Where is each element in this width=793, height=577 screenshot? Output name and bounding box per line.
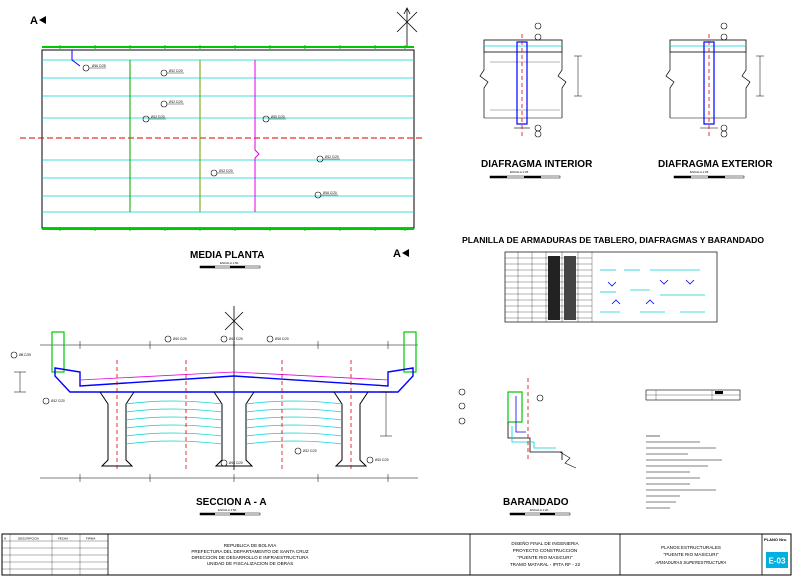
plan-outline bbox=[41, 49, 415, 229]
general-notes bbox=[646, 435, 722, 509]
institution-line-3: DIRECCION DE DESARROLLO E INFRAESTRUCTUR… bbox=[192, 555, 310, 560]
section-scale: ESCALA 1:50 bbox=[218, 508, 237, 512]
plan-construction-joint bbox=[254, 60, 260, 212]
diaphragm-exterior-scale: ESCALA 1:25 bbox=[690, 170, 709, 174]
section-axis-lines bbox=[116, 360, 352, 472]
schedule-dark-column-2 bbox=[564, 256, 576, 320]
project-line-1: DISEÑO FINAL DE INGENIERIA bbox=[511, 540, 579, 546]
section-top-rebar bbox=[79, 371, 389, 381]
railing-title: BARANDADO bbox=[503, 497, 569, 508]
schedule-dark-column-1 bbox=[548, 256, 560, 320]
section-callout-8: Ø10 C/20 bbox=[375, 458, 389, 462]
north-arrow-icon bbox=[396, 7, 418, 46]
cut-arrow-bottom bbox=[402, 249, 409, 257]
section-dim-ticks bbox=[79, 341, 389, 482]
section-callouts: Ø8 C/25 Ø12 C/20 Ø10 C/20 Ø12 C/20 Ø16 C… bbox=[10, 335, 389, 467]
section-callout-5: Ø16 C/20 bbox=[275, 337, 289, 341]
section-callout-1: Ø8 C/25 bbox=[19, 353, 31, 357]
section-callout-6: Ø16 C/20 bbox=[229, 461, 243, 465]
diaphragm-interior-scale: ESCALA 1:25 bbox=[510, 170, 529, 174]
plan-callout-7: Ø12 C/20 bbox=[219, 169, 233, 173]
institution-line-1: REPUBLICA DE BOLIVIA bbox=[224, 543, 278, 548]
drawing-line-2: "PUENTE RIO MASICURI" bbox=[663, 552, 718, 557]
diaphragm-exterior-scale-bar bbox=[673, 175, 745, 179]
plan-callouts: Ø16 C/25 Ø12 C/20 Ø12 C/20 Ø12 C/20 Ø10 … bbox=[82, 64, 340, 199]
plan-callout-5: Ø10 C/20 bbox=[271, 115, 285, 119]
project-line-3: "PUENTE RIO MASICURI" bbox=[517, 555, 572, 560]
section-depth-dim bbox=[14, 371, 392, 437]
schedule-bar-shapes bbox=[600, 269, 705, 313]
section-title: SECCION A - A bbox=[196, 497, 267, 508]
section-callout-7: Ø12 C/20 bbox=[303, 449, 317, 453]
drawing-line-1: PLANOS ESTRUCTURALES bbox=[661, 545, 721, 550]
section-view: Ø8 C/25 Ø12 C/20 Ø10 C/20 Ø12 C/20 Ø16 C… bbox=[10, 306, 418, 516]
section-north-arrow-icon bbox=[224, 306, 244, 470]
section-callout-2: Ø12 C/20 bbox=[51, 399, 65, 403]
diaphragm-exterior-title: DIAFRAGMA EXTERIOR bbox=[658, 159, 773, 170]
rev-header-n: N bbox=[4, 537, 6, 541]
section-girder-2 bbox=[213, 391, 255, 467]
plan-callout-6: Ø12 C/20 bbox=[325, 155, 339, 159]
schedule-hook-shapes bbox=[607, 279, 695, 305]
rebar-schedule: PLANILLA DE ARMADURAS DE TABLERO, DIAFRA… bbox=[462, 235, 764, 323]
railing-scale-bar bbox=[509, 512, 571, 516]
rev-header-date: FECHA bbox=[58, 537, 68, 541]
section-callout-4: Ø12 C/20 bbox=[229, 337, 243, 341]
diaphragm-interior-scale-bar bbox=[489, 175, 561, 179]
plan-title: MEDIA PLANTA bbox=[190, 250, 264, 261]
railing-view: BARANDADO ESCALA 1:20 bbox=[458, 378, 577, 516]
section-callout-3: Ø10 C/20 bbox=[173, 337, 187, 341]
schedule-title: PLANILLA DE ARMADURAS DE TABLERO, DIAFRA… bbox=[462, 235, 764, 245]
section-right-post bbox=[403, 331, 417, 373]
legend-box bbox=[645, 389, 741, 401]
plan-scale-bar bbox=[199, 265, 261, 269]
title-block: N DESCRIPCION FECHA FIRMA REPUBLICA DE B… bbox=[1, 533, 792, 576]
cut-arrow-top bbox=[39, 16, 46, 24]
railing-scale: ESCALA 1:20 bbox=[530, 508, 549, 512]
plan-callout-1: Ø16 C/25 bbox=[92, 64, 106, 68]
plan-rebar-lines bbox=[42, 59, 414, 213]
cut-label-top: A bbox=[30, 15, 38, 27]
plan-callout-2: Ø12 C/20 bbox=[169, 69, 183, 73]
plan-scale: ESCALA 1:50 bbox=[220, 261, 239, 265]
revision-table-grid bbox=[2, 534, 108, 575]
section-scale-bar bbox=[199, 512, 261, 516]
institution-line-4: UNIDAD DE FISCALIZACION DE OBRAS bbox=[207, 561, 293, 566]
sheet-number: E-03 bbox=[769, 557, 786, 566]
diaphragm-interior-title: DIAFRAGMA INTERIOR bbox=[481, 159, 593, 170]
cut-label-bottom: A bbox=[393, 248, 401, 260]
rev-header-desc: DESCRIPCION bbox=[18, 537, 39, 541]
diaphragm-exterior-view: DIAFRAGMA EXTERIOR ESCALA 1:25 bbox=[658, 22, 773, 179]
project-line-2: PROYECTO CONSTRUCCION bbox=[513, 548, 578, 553]
rev-header-sign: FIRMA bbox=[86, 537, 95, 541]
plan-drain bbox=[71, 50, 81, 67]
sheet-number-badge bbox=[766, 552, 788, 568]
plan-callout-3: Ø12 C/20 bbox=[169, 100, 183, 104]
plan-callout-4: Ø12 C/20 bbox=[151, 115, 165, 119]
institution-line-2: PREFECTURA DEL DEPARTAMENTO DE SANTA CRU… bbox=[191, 549, 309, 554]
sheet-label: PLANO Nro. bbox=[764, 537, 787, 542]
section-left-post bbox=[51, 331, 65, 373]
schedule-table bbox=[504, 251, 718, 323]
section-diaphragm-rebar bbox=[125, 400, 343, 445]
diaphragm-interior-view: DIAFRAGMA INTERIOR ESCALA 1:25 bbox=[479, 22, 593, 179]
plan-callout-8: Ø16 C/20 bbox=[323, 191, 337, 195]
section-deck-slab bbox=[54, 367, 414, 393]
project-line-4: TRAMO MATARAL - IPITA RF - 22 bbox=[510, 562, 581, 567]
plan-view: Ø16 C/25 Ø12 C/20 Ø12 C/20 Ø12 C/20 Ø10 … bbox=[20, 7, 425, 269]
plan-post-marks bbox=[59, 45, 406, 231]
drawing-line-3: ARMADURAS SUPERESTRUCTURA bbox=[655, 560, 727, 565]
